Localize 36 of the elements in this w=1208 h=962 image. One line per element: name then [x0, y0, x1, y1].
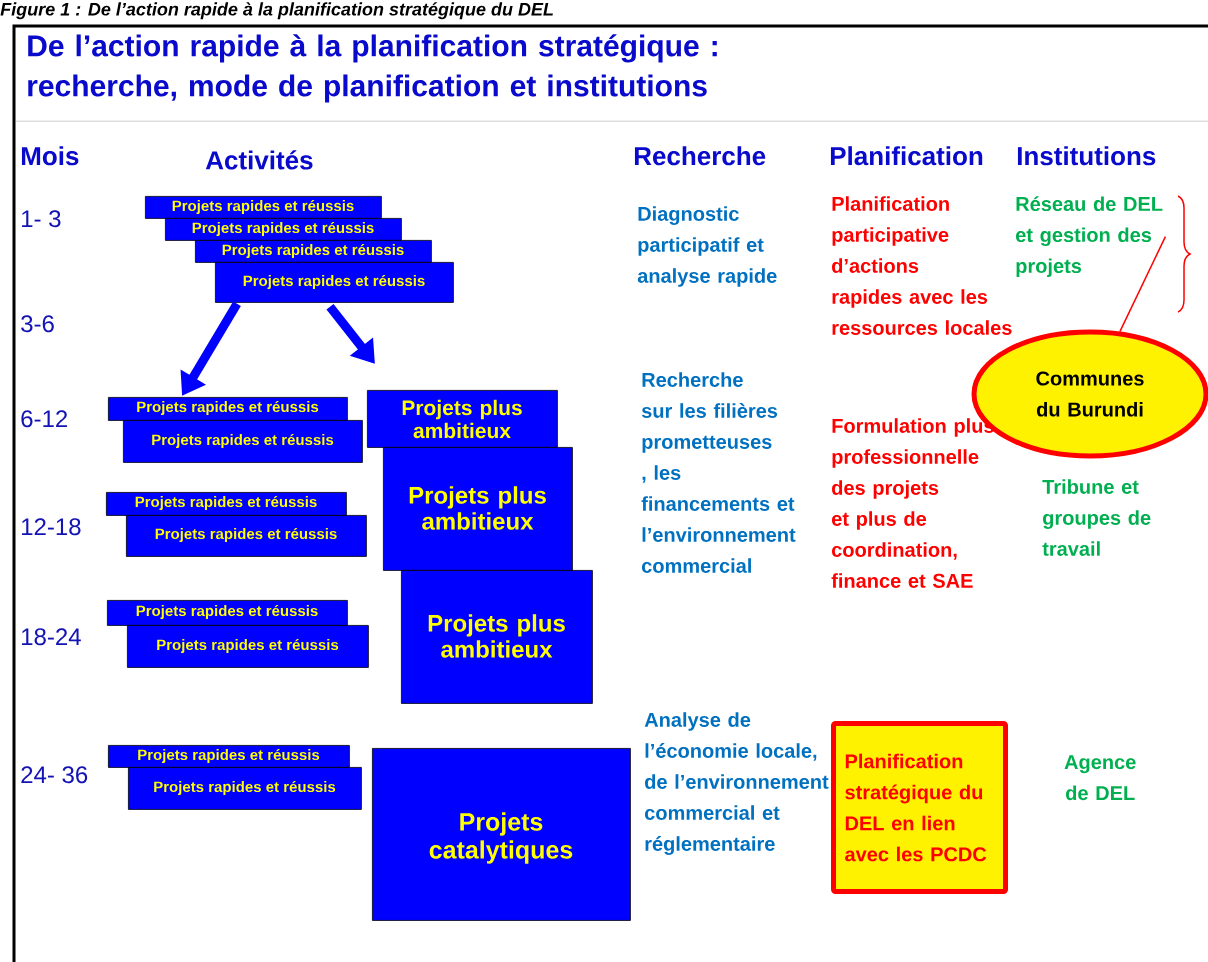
slide-title: De l’action rapide à la planification stratégique : recherche, mode de planification et institutions	[28, 34, 717, 103]
figure-caption: Figure 1 : De l’action rapide à la planification stratégique du DEL	[0, 2, 553, 20]
project-card: Projets rapides et réussis	[215, 262, 454, 303]
project-card: Projets rapides et réussis	[145, 196, 382, 219]
project-card: Projets rapides et réussis	[126, 515, 367, 557]
column-heading: Activités	[205, 150, 313, 170]
month-label: 3-6	[21, 315, 54, 333]
institution-text: Agence de DEL	[1064, 755, 1136, 801]
project-card: Projets rapides et réussis	[123, 420, 363, 463]
project-card: Projets rapides et réussis	[106, 492, 347, 516]
project-box: Projets catalytiques	[372, 748, 631, 921]
column-heading: Institutions	[1017, 146, 1156, 166]
project-card: Projets rapides et réussis	[108, 397, 348, 421]
project-box: Projets plus ambitieux	[367, 390, 558, 448]
project-card: Projets rapides et réussis	[165, 218, 402, 241]
research-text: Recherche sur les filières prometteuses , les financements et l’environnement commercial	[641, 372, 796, 573]
month-label: 24- 36	[21, 766, 88, 784]
planning-box: Planification stratégique du DEL en lien avec les PCDC	[831, 721, 1008, 894]
research-text: Analyse de l’économie locale, de l’environnement commercial et réglementaire	[644, 712, 829, 855]
project-card: Projets rapides et réussis	[128, 767, 362, 810]
research-text: Diagnostic participatif et analyse rapide	[637, 206, 777, 287]
column-heading: Recherche	[634, 146, 766, 166]
column-heading: Mois	[21, 146, 79, 166]
project-card: Projets rapides et réussis	[127, 625, 369, 668]
month-label: 6-12	[21, 410, 67, 428]
project-box: Projets plus ambitieux	[401, 570, 593, 704]
institution-text: Réseau de DEL et gestion des projets	[1016, 196, 1163, 278]
institution-text: Tribune et groupes de travail	[1042, 479, 1151, 556]
month-label: 12-18	[22, 518, 81, 536]
project-card: Projets rapides et réussis	[107, 600, 348, 626]
month-label: 1- 3	[22, 210, 61, 228]
project-card: Projets rapides et réussis	[108, 745, 350, 768]
leader-line	[1119, 235, 1167, 333]
project-card: Projets rapides et réussis	[195, 240, 432, 263]
column-heading: Planification	[830, 146, 983, 166]
month-label: 18-24	[22, 628, 81, 646]
